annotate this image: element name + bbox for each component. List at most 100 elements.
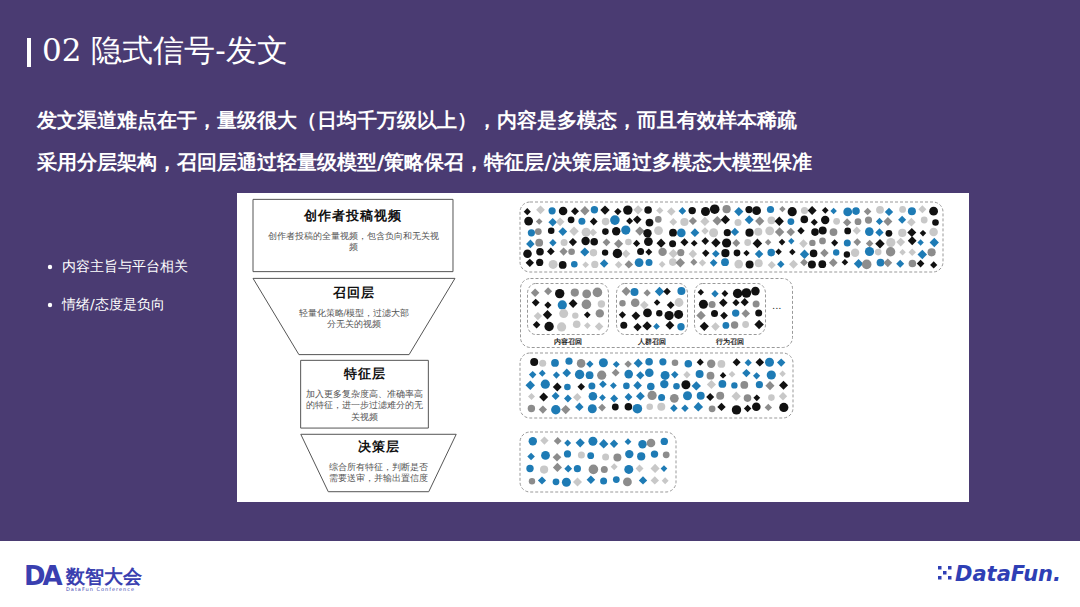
sample-diamond bbox=[553, 372, 560, 379]
body-text: 发文渠道难点在于，量级很大（日均千万级以上），内容是多模态，而且有效样本稀疏 bbox=[37, 107, 797, 134]
sample-circle bbox=[788, 207, 797, 216]
sample-circle bbox=[647, 439, 656, 448]
sample-circle bbox=[578, 452, 585, 459]
sample-circle bbox=[723, 322, 730, 329]
sample-circle bbox=[886, 238, 895, 247]
sample-diamond bbox=[676, 258, 686, 268]
sample-circle bbox=[633, 404, 643, 414]
trapezoid-outline bbox=[253, 278, 455, 354]
sample-diamond bbox=[651, 464, 660, 473]
sample-diamond bbox=[789, 260, 798, 269]
sample-circle bbox=[549, 260, 558, 269]
sample-diamond bbox=[710, 259, 718, 267]
layer-desc: 加入更多复杂度高、准确率高的特征，进一步过滤难分的无关视频 bbox=[306, 389, 423, 423]
sample-circle bbox=[696, 370, 704, 378]
sample-circle bbox=[744, 394, 752, 402]
sample-circle bbox=[619, 300, 625, 306]
sample-circle bbox=[709, 405, 716, 412]
sample-diamond bbox=[636, 392, 645, 401]
sample-circle bbox=[582, 228, 591, 237]
sample-circle bbox=[574, 465, 581, 472]
sample-diamond bbox=[681, 405, 689, 413]
layer-desc: 综合所有特征，判断是否需要送审，并输出置信度 bbox=[326, 462, 431, 485]
sample-circle bbox=[620, 322, 627, 329]
logo-square bbox=[948, 566, 952, 570]
sample-diamond bbox=[569, 238, 577, 246]
sample-diamond bbox=[603, 239, 611, 247]
sample-circle bbox=[721, 249, 729, 257]
sample-circle bbox=[523, 250, 532, 259]
sample-diamond bbox=[552, 392, 560, 400]
sample-circle bbox=[559, 207, 568, 216]
sample-circle bbox=[718, 360, 726, 368]
sample-diamond bbox=[800, 259, 808, 267]
layer-title: 特征层 bbox=[344, 365, 386, 383]
sample-diamond bbox=[711, 290, 718, 298]
sample-diamond bbox=[842, 259, 849, 266]
layer-title: 召回层 bbox=[333, 284, 375, 302]
sample-diamond bbox=[612, 369, 620, 377]
sample-diamond bbox=[531, 289, 540, 298]
sample-diamond bbox=[799, 239, 808, 248]
sample-diamond bbox=[529, 371, 537, 379]
sample-circle bbox=[852, 207, 860, 215]
sample-circle bbox=[656, 310, 662, 316]
sample-diamond bbox=[853, 227, 861, 235]
sample-diamond bbox=[896, 260, 904, 268]
sample-circle bbox=[572, 312, 578, 318]
logo-text: DA bbox=[24, 561, 60, 591]
sample-circle bbox=[677, 287, 685, 295]
sample-circle bbox=[932, 219, 939, 226]
sample-diamond bbox=[662, 477, 669, 484]
sample-diamond bbox=[689, 217, 697, 225]
sample-circle bbox=[529, 437, 537, 445]
sample-diamond bbox=[717, 403, 725, 411]
sample-diamond bbox=[639, 476, 647, 484]
sample-circle bbox=[624, 465, 633, 474]
sample-diamond bbox=[582, 261, 589, 268]
sample-diamond bbox=[779, 392, 787, 401]
sample-circle bbox=[677, 323, 684, 330]
sample-diamond bbox=[599, 439, 608, 449]
sample-circle bbox=[548, 228, 555, 235]
sample-circle bbox=[742, 288, 752, 298]
sample-circle bbox=[541, 380, 550, 389]
sample-diamond bbox=[789, 249, 796, 256]
sample-diamond bbox=[696, 311, 705, 320]
sample-circle bbox=[674, 310, 683, 319]
sample-diamond bbox=[707, 380, 716, 389]
sample-diamond bbox=[729, 371, 736, 378]
sample-diamond bbox=[875, 228, 883, 236]
sample-circle bbox=[699, 300, 708, 309]
sample-circle bbox=[680, 218, 688, 226]
sample-diamond bbox=[768, 261, 776, 269]
sample-circle bbox=[669, 240, 676, 247]
sample-diamond bbox=[679, 207, 687, 215]
sample-diamond bbox=[575, 403, 584, 412]
sample-circle bbox=[536, 248, 544, 256]
sample-circle bbox=[659, 358, 666, 365]
sample-circle bbox=[830, 228, 838, 236]
sample-circle bbox=[599, 358, 608, 367]
sample-circle bbox=[635, 258, 644, 267]
sample-diamond bbox=[775, 217, 784, 226]
sample-circle bbox=[844, 239, 851, 246]
sample-circle bbox=[707, 372, 715, 380]
sample-diamond bbox=[547, 248, 555, 256]
sample-diamond bbox=[625, 260, 634, 268]
sample-circle bbox=[801, 207, 808, 214]
logo-square bbox=[948, 576, 952, 580]
sample-diamond bbox=[586, 360, 593, 367]
sample-circle bbox=[561, 239, 568, 246]
sample-diamond bbox=[610, 395, 618, 403]
sample-circle bbox=[602, 249, 608, 255]
sample-circle bbox=[929, 228, 938, 237]
sample-circle bbox=[723, 205, 731, 213]
sample-circle bbox=[621, 226, 630, 235]
sample-circle bbox=[821, 216, 829, 224]
logo-square bbox=[943, 571, 947, 575]
group-label: 行为召回 bbox=[694, 337, 766, 347]
sample-circle bbox=[597, 371, 606, 380]
sample-circle bbox=[610, 215, 620, 225]
sample-diamond bbox=[610, 382, 617, 389]
